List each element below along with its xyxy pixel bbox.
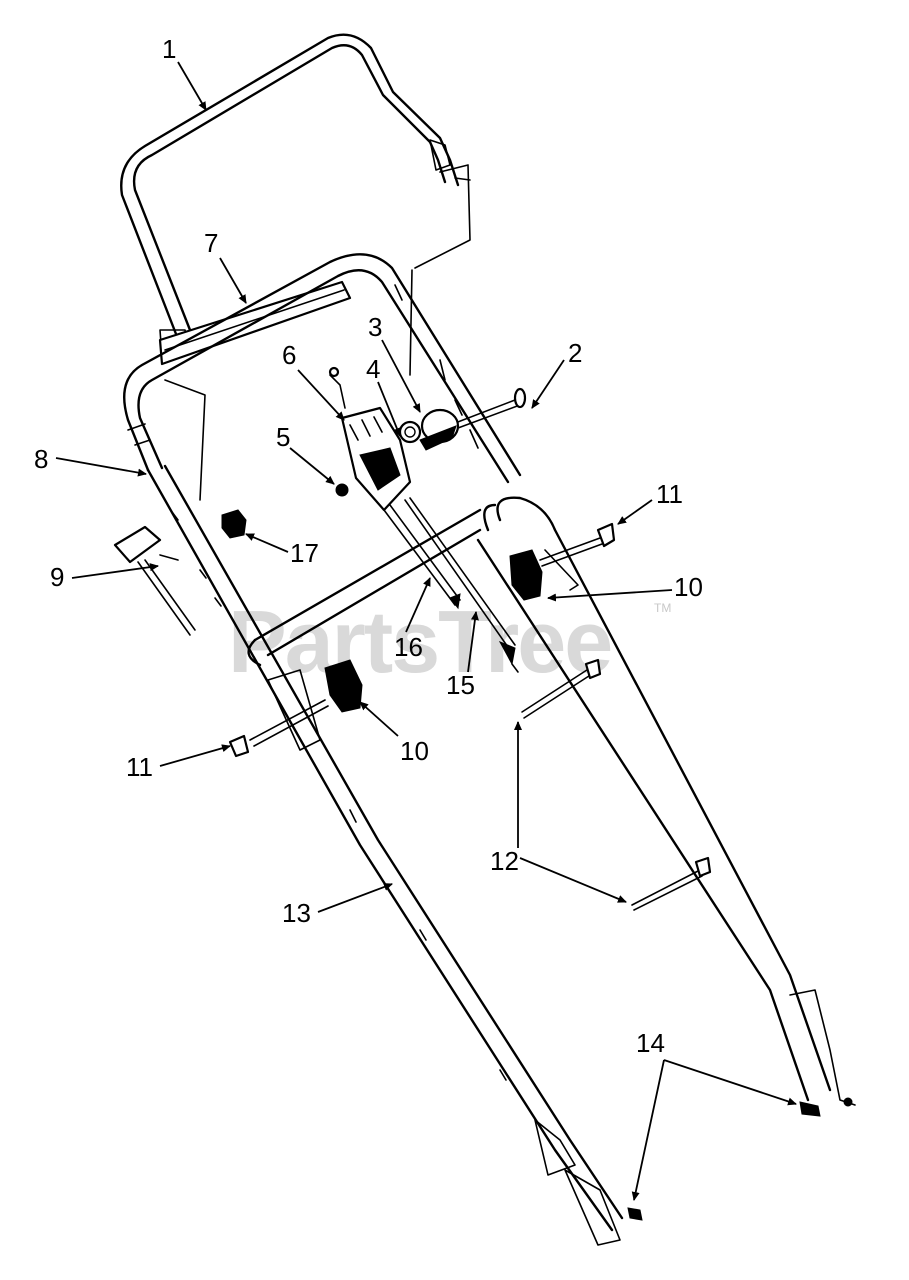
leader-lines — [55, 61, 797, 1201]
carriage-bolt-11-lower — [228, 699, 329, 758]
label-part-13: 13 — [282, 898, 311, 928]
part-labels: 1 7 2 3 4 6 5 8 9 17 11 10 16 15 10 11 1… — [34, 34, 703, 1058]
carriage-bolt-11-upper — [539, 522, 616, 567]
control-cover-3 — [419, 408, 460, 451]
label-part-11-lower: 11 — [126, 752, 153, 782]
label-part-10-upper: 10 — [674, 572, 703, 602]
label-part-8: 8 — [34, 444, 48, 474]
watermark-tm: TM — [654, 601, 671, 615]
handle-frame — [123, 253, 522, 501]
cables — [383, 497, 519, 673]
label-part-6: 6 — [282, 340, 296, 370]
bolt-2 — [449, 387, 527, 429]
control-box-6 — [328, 366, 412, 512]
label-part-12: 12 — [490, 846, 519, 876]
label-part-17: 17 — [290, 538, 319, 568]
bolts-12 — [521, 658, 712, 911]
label-part-3: 3 — [368, 312, 382, 342]
label-part-9: 9 — [50, 562, 64, 592]
nut-5 — [335, 483, 349, 497]
screws-14 — [627, 1101, 821, 1221]
lower-handle — [146, 464, 856, 1246]
label-part-15: 15 — [446, 670, 475, 700]
label-part-11-upper: 11 — [656, 479, 683, 509]
label-part-14: 14 — [636, 1028, 665, 1058]
upper-handle — [120, 33, 471, 376]
wing-knob-10-upper — [509, 549, 543, 601]
label-part-5: 5 — [276, 422, 290, 452]
knob-17 — [221, 509, 247, 539]
label-part-10-lower: 10 — [400, 736, 429, 766]
label-part-2: 2 — [568, 338, 582, 368]
key-9 — [113, 525, 196, 636]
label-part-4: 4 — [366, 354, 380, 384]
label-part-7: 7 — [204, 228, 218, 258]
label-part-16: 16 — [394, 632, 423, 662]
washer-4 — [398, 420, 422, 444]
label-part-1: 1 — [162, 34, 176, 64]
